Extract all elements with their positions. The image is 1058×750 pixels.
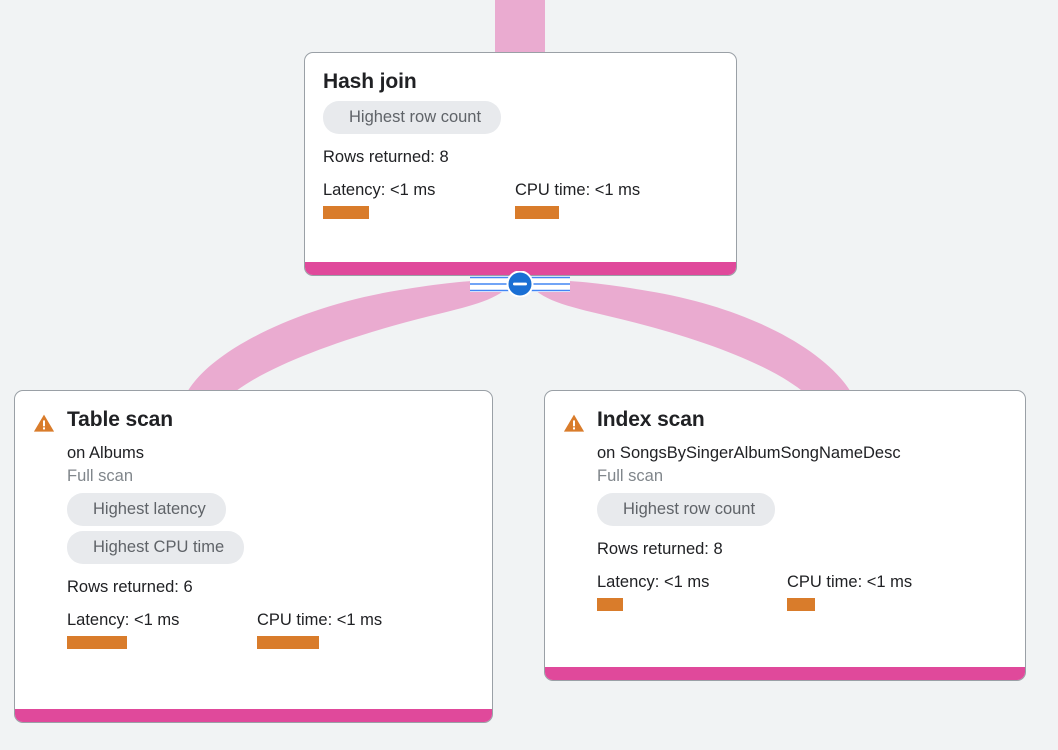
minus-icon — [513, 282, 527, 286]
metric-latency: Latency: <1 ms — [67, 610, 257, 649]
badge-highest-row-count: Highest row count — [323, 101, 502, 134]
metric-latency-label: Latency: <1 ms — [67, 611, 180, 629]
node-table-scan-rows-returned: Rows returned: 6 — [67, 578, 193, 596]
node-index-scan-body: Index scan on SongsBySingerAlbumSongName… — [545, 391, 1025, 667]
node-hash-join-heading: Hash join — [323, 69, 718, 95]
metric-latency-bar — [67, 636, 127, 649]
node-index-scan-accent-bar — [545, 667, 1025, 680]
badge-highest-row-count: Highest row count — [597, 493, 776, 526]
node-subtitle: on SongsBySingerAlbumSongNameDesc — [597, 444, 901, 462]
node-table-scan[interactable]: Table scan on Albums Full scan Highest l… — [14, 390, 493, 723]
warning-icon — [33, 412, 55, 434]
edge-hash-join-to-table-scan — [186, 280, 512, 394]
node-index-scan-badges: Highest row count — [597, 493, 1007, 531]
edge-root-to-hash-join — [495, 0, 545, 54]
node-index-scan-header: Index scan on SongsBySingerAlbumSongName… — [563, 407, 1007, 611]
collapse-children-toggle[interactable] — [470, 270, 570, 298]
node-table-scan-accent-bar — [15, 709, 492, 722]
node-scan-type: Full scan — [67, 467, 134, 485]
node-hash-join-metrics: Latency: <1 ms CPU time: <1 ms — [323, 180, 718, 219]
node-table-scan-body: Table scan on Albums Full scan Highest l… — [15, 391, 492, 709]
metric-cpu-time: CPU time: <1 ms — [515, 180, 640, 219]
node-index-scan-heading: Index scan on SongsBySingerAlbumSongName… — [597, 407, 1007, 611]
node-hash-join-accent-bar — [305, 262, 736, 275]
node-title: Hash join — [323, 70, 417, 93]
node-hash-join-header: Hash join — [323, 69, 718, 95]
node-title: Index scan — [597, 408, 705, 431]
metric-latency: Latency: <1 ms — [597, 572, 787, 611]
metric-cpu-time-bar — [515, 206, 559, 219]
metric-cpu-time-label: CPU time: <1 ms — [515, 181, 641, 199]
node-scan-type: Full scan — [597, 467, 664, 485]
edge-hash-join-to-index-scan — [528, 280, 852, 394]
metric-latency: Latency: <1 ms — [323, 180, 515, 219]
node-hash-join-rows-returned: Rows returned: 8 — [323, 148, 449, 166]
node-table-scan-heading: Table scan on Albums Full scan Highest l… — [67, 407, 474, 649]
node-table-scan-header: Table scan on Albums Full scan Highest l… — [33, 407, 474, 649]
node-hash-join-badges: Highest row count — [323, 101, 718, 139]
metric-cpu-time: CPU time: <1 ms — [257, 610, 382, 649]
metric-cpu-time-bar — [787, 598, 815, 611]
node-table-scan-metrics: Latency: <1 ms CPU time: <1 ms — [67, 610, 474, 649]
metric-latency-bar — [597, 598, 623, 611]
node-hash-join-body: Hash join Highest row count Rows returne… — [305, 53, 736, 262]
node-table-scan-badges: Highest latency Highest CPU time — [67, 493, 474, 569]
metric-cpu-time-bar — [257, 636, 319, 649]
metric-cpu-time-label: CPU time: <1 ms — [257, 611, 383, 629]
metric-cpu-time: CPU time: <1 ms — [787, 572, 912, 611]
node-subtitle: on Albums — [67, 444, 145, 462]
badge-highest-latency: Highest latency — [67, 493, 226, 526]
node-index-scan[interactable]: Index scan on SongsBySingerAlbumSongName… — [544, 390, 1026, 681]
badge-highest-cpu-time: Highest CPU time — [67, 531, 245, 564]
metric-cpu-time-label: CPU time: <1 ms — [787, 573, 913, 591]
metric-latency-label: Latency: <1 ms — [597, 573, 710, 591]
metric-latency-bar — [323, 206, 369, 219]
node-hash-join[interactable]: Hash join Highest row count Rows returne… — [304, 52, 737, 276]
metric-latency-label: Latency: <1 ms — [323, 181, 436, 199]
node-title: Table scan — [67, 408, 173, 431]
node-index-scan-rows-returned: Rows returned: 8 — [597, 540, 723, 558]
node-index-scan-metrics: Latency: <1 ms CPU time: <1 ms — [597, 572, 1007, 611]
warning-icon — [563, 412, 585, 434]
